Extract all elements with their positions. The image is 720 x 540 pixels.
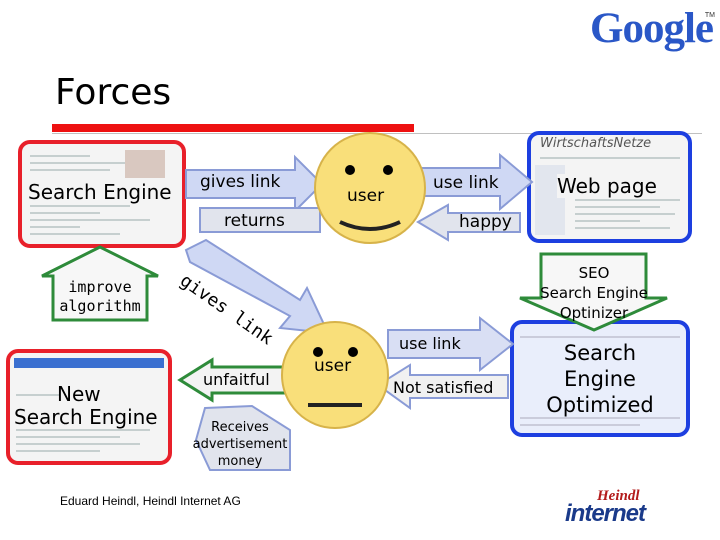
web-page-header: WirtschaftsNetze bbox=[540, 136, 651, 151]
improve-line-2: algorithm bbox=[53, 297, 147, 316]
search-engine-thumb-photo bbox=[125, 150, 165, 178]
optimized-line-1: Search bbox=[512, 340, 688, 366]
seo-line-3: Optinizer bbox=[524, 303, 664, 323]
user-bottom-label: user bbox=[314, 356, 351, 376]
returns-label: returns bbox=[224, 211, 285, 231]
user-top-label: user bbox=[347, 186, 384, 206]
new-label: New bbox=[57, 382, 101, 406]
unfaitful-label: unfaitful bbox=[203, 370, 270, 389]
not-satisfied-label: Not satisfied bbox=[393, 378, 493, 397]
improve-line-1: improve bbox=[53, 278, 147, 297]
new-search-engine-thumb-header bbox=[14, 358, 164, 368]
new-search-engine-label: Search Engine bbox=[14, 405, 158, 429]
web-page-label: Web page bbox=[557, 174, 657, 198]
seo-line-1: SEO bbox=[524, 263, 664, 283]
receives-line-2: advertisement bbox=[188, 436, 292, 453]
heindl-internet-logo: Heindl internet bbox=[565, 488, 685, 532]
user-top-left-eye bbox=[345, 165, 355, 175]
search-engine-label: Search Engine bbox=[28, 180, 172, 204]
heindl-logo-bottom: internet bbox=[565, 500, 645, 528]
seo-label: SEO Search Engine Optinizer bbox=[524, 263, 664, 323]
footer-author: Eduard Heindl, Heindl Internet AG bbox=[60, 494, 241, 508]
receives-money-label: Receives advertisement money bbox=[188, 419, 292, 470]
receives-line-3: money bbox=[188, 453, 292, 470]
user-top-right-eye bbox=[383, 165, 393, 175]
search-engine-optimized-label: Search Engine Optimized bbox=[512, 340, 688, 418]
optimized-line-2: Engine bbox=[512, 366, 688, 392]
seo-line-2: Search Engine bbox=[524, 283, 664, 303]
gives-link-label: gives link bbox=[200, 172, 280, 192]
improve-algorithm-label: improve algorithm bbox=[53, 278, 147, 316]
use-link-top-label: use link bbox=[433, 173, 499, 193]
use-link-bottom-label: use link bbox=[399, 334, 461, 353]
happy-label: happy bbox=[459, 212, 512, 232]
optimized-line-3: Optimized bbox=[512, 392, 688, 418]
receives-line-1: Receives bbox=[188, 419, 292, 436]
